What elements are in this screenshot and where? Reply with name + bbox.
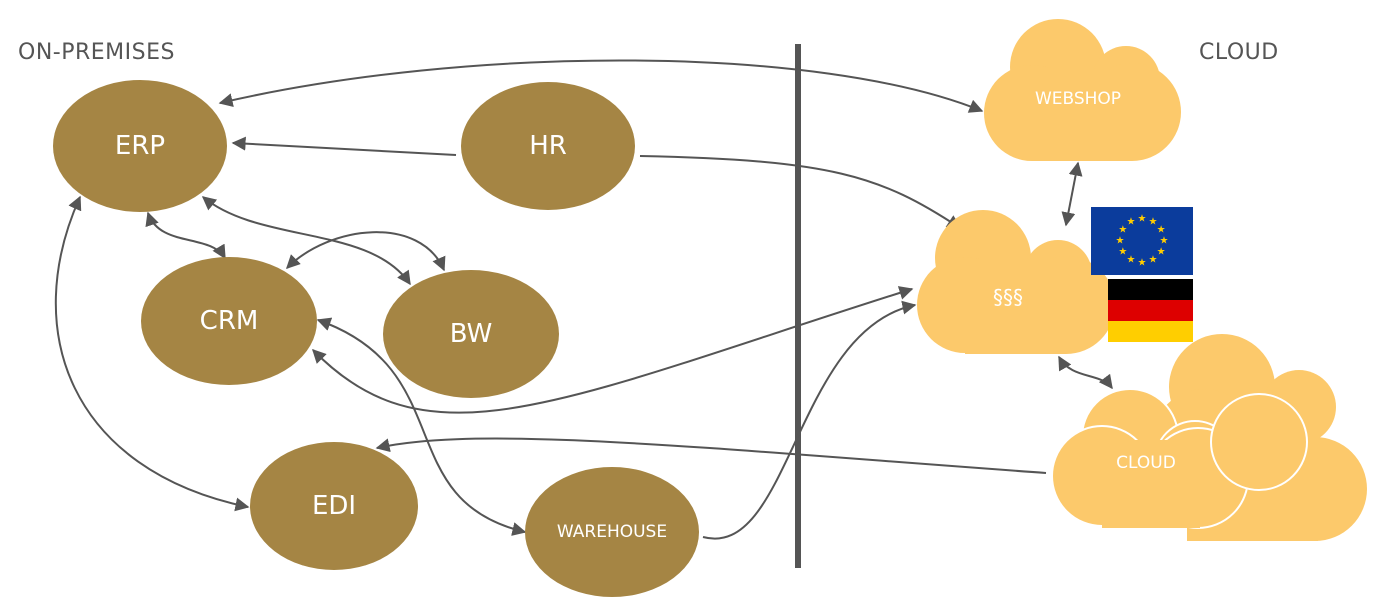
node-edi-label: EDI: [312, 491, 356, 521]
on-premises-label: ON-PREMISES: [18, 40, 175, 65]
eu-star-icon: ★: [1149, 255, 1158, 266]
node-legal-label: §§§: [993, 285, 1023, 309]
eu-flag: ★★★★★★★★★★★★: [1091, 207, 1193, 275]
connectors: [54, 59, 1113, 540]
connector-erp-webshop: [218, 59, 984, 113]
node-warehouse[interactable]: WAREHOUSE: [525, 467, 699, 597]
node-bw[interactable]: BW: [383, 270, 559, 398]
node-cloud[interactable]: CLOUD: [1051, 334, 1367, 541]
eu-star-icon: ★: [1118, 225, 1127, 236]
eu-star-icon: ★: [1127, 255, 1136, 266]
connector-crm-warehouse: [316, 317, 527, 536]
node-crm[interactable]: CRM: [141, 257, 317, 385]
node-webshop-label: WEBSHOP: [1035, 89, 1121, 109]
connector-crm-bw: [286, 231, 446, 272]
node-hr-label: HR: [529, 131, 567, 161]
node-erp-label: ERP: [115, 131, 165, 161]
eu-star-icon: ★: [1149, 216, 1158, 227]
eu-star-icon: ★: [1160, 236, 1169, 247]
connector-warehouse-legal: [702, 300, 917, 540]
node-edi[interactable]: EDI: [250, 442, 418, 570]
connector-erp-edi: [54, 195, 250, 512]
node-webshop[interactable]: WEBSHOP: [984, 19, 1181, 161]
connector-erp-crm: [145, 211, 226, 260]
connector-webshop-legal: [1061, 161, 1083, 227]
node-crm-label: CRM: [200, 306, 259, 336]
germany-flag: [1108, 279, 1193, 342]
node-erp[interactable]: ERP: [53, 80, 227, 212]
eu-star-icon: ★: [1157, 225, 1166, 236]
node-warehouse-label: WAREHOUSE: [557, 522, 667, 542]
node-hr[interactable]: HR: [461, 82, 635, 210]
node-bw-label: BW: [450, 319, 493, 349]
connector-hr-legal: [639, 155, 962, 229]
eu-star-icon: ★: [1118, 247, 1127, 258]
eu-star-icon: ★: [1138, 214, 1147, 225]
node-cloud-label: CLOUD: [1116, 453, 1176, 473]
connector-legal-cloud: [1058, 355, 1113, 390]
cloud-label: CLOUD: [1199, 40, 1279, 65]
eu-star-icon: ★: [1116, 236, 1125, 247]
node-legal[interactable]: §§§: [917, 210, 1115, 354]
eu-star-icon: ★: [1138, 258, 1147, 269]
eu-star-icon: ★: [1157, 247, 1166, 258]
connector-edi-cloud: [375, 437, 1047, 474]
eu-star-icon: ★: [1127, 216, 1136, 227]
connector-hr-erp: [231, 136, 457, 156]
